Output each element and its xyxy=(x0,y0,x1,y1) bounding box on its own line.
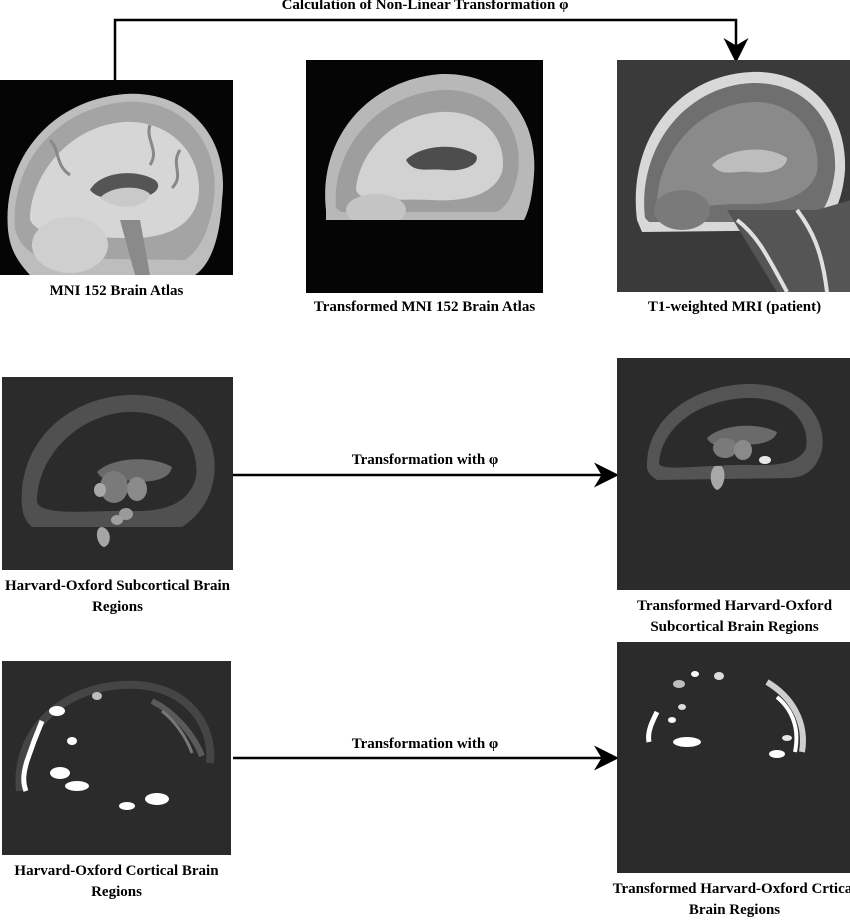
transformed-cortical-image xyxy=(617,642,850,873)
top-arrow-label: Calculation of Non-Linear Transformation… xyxy=(281,0,569,13)
ho-subcortical-image xyxy=(2,377,233,570)
transformed-mni-image xyxy=(306,60,543,293)
mni-atlas-caption: MNI 152 Brain Atlas xyxy=(49,283,184,299)
ho-cortical-caption: Harvard-Oxford Cortical Brain Regions xyxy=(14,863,219,900)
ho-subcortical-caption: Harvard-Oxford Subcortical Brain Regions xyxy=(5,578,230,615)
transformed-mni-caption: Transformed MNI 152 Brain Atlas xyxy=(313,299,536,315)
transformed-cortical-caption: Transformed Harvard-Oxford Crtical Brain… xyxy=(612,881,850,918)
mni-atlas-image xyxy=(0,80,233,275)
t1-mri-caption: T1-weighted MRI (patient) xyxy=(647,299,822,315)
ho-cortical-image xyxy=(2,661,231,855)
t1-mri-image xyxy=(617,60,850,292)
subcortical-arrow-label: Transformation with φ xyxy=(351,452,499,468)
transformed-subcortical-image xyxy=(617,358,850,590)
cortical-arrow-label: Transformation with φ xyxy=(351,736,499,752)
transformed-subcortical-caption: Transformed Harvard-Oxford Subcortical B… xyxy=(636,598,833,635)
